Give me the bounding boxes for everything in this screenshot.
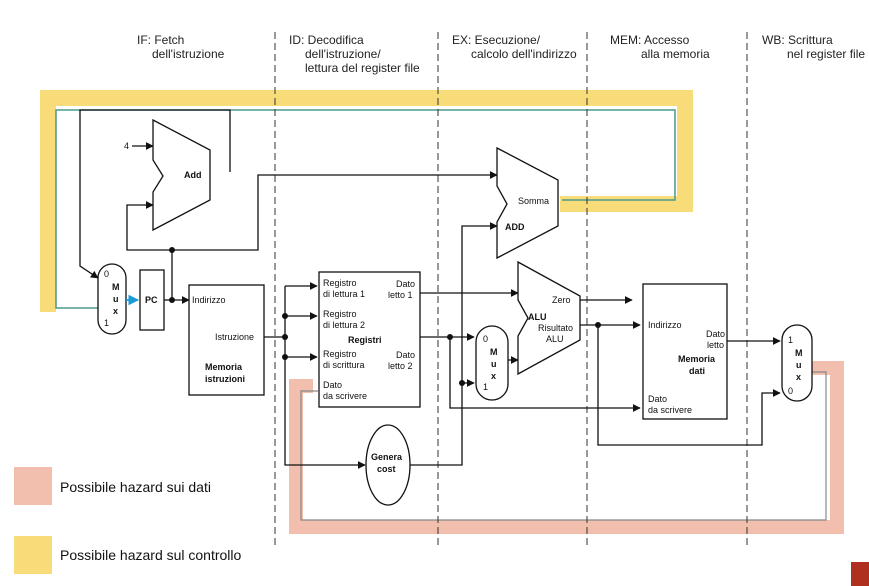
pc-label: PC bbox=[145, 295, 158, 305]
control-hazard-wire bbox=[55, 109, 676, 309]
mux-wb-letter: M bbox=[795, 348, 803, 358]
constant-four: 4 bbox=[124, 141, 129, 151]
pc-adder-label: Add bbox=[184, 170, 202, 180]
control-hazard-legend-label: Possibile hazard sul controllo bbox=[60, 547, 242, 563]
pc-adder: Add 4 bbox=[124, 118, 211, 232]
mux-wb-letter: u bbox=[796, 360, 802, 370]
control-hazard-path bbox=[40, 90, 693, 312]
data-hazard-path bbox=[289, 361, 844, 534]
instr-mem-instruction-label: Istruzione bbox=[215, 332, 254, 342]
data-mem-title: dati bbox=[689, 366, 705, 376]
instr-mem-address-label: Indirizzo bbox=[192, 295, 226, 305]
instruction-memory: Indirizzo Istruzione Memoria istruzioni bbox=[188, 284, 265, 396]
instr-mem-title: Memoria bbox=[205, 362, 243, 372]
datapath-wires bbox=[79, 109, 781, 469]
control-hazard-swatch bbox=[14, 536, 52, 574]
wire-junctions bbox=[169, 247, 601, 386]
stage-if-label: IF: Fetch dell'istruzione bbox=[137, 33, 225, 61]
mux-wb-letter: x bbox=[796, 372, 801, 382]
mux-if-input-1: 1 bbox=[104, 318, 109, 328]
alu-title: ALU bbox=[528, 312, 547, 322]
data-hazard-wire bbox=[300, 371, 827, 521]
branch-adder: Somma ADD bbox=[496, 146, 559, 260]
mux-ex-letter: x bbox=[491, 371, 496, 381]
alu-zero-label: Zero bbox=[552, 295, 571, 305]
mux-wb-input-1: 1 bbox=[788, 335, 793, 345]
corner-marker bbox=[851, 562, 869, 586]
data-mem-address-label: Indirizzo bbox=[648, 320, 682, 330]
mux-if-letter: u bbox=[113, 294, 119, 304]
mux-wb-input-0: 0 bbox=[788, 386, 793, 396]
sign-extend-unit: Genera cost bbox=[365, 424, 411, 506]
sign-extend-label: Genera bbox=[371, 452, 403, 462]
mux-ex-letter: u bbox=[491, 359, 497, 369]
mux-ex-input-1: 1 bbox=[483, 382, 488, 392]
mux-ex-input-0: 0 bbox=[483, 334, 488, 344]
register-file-title: Registri bbox=[348, 335, 382, 345]
mux-if: 0 M u x 1 bbox=[97, 263, 127, 335]
mux-if-input-0: 0 bbox=[104, 269, 109, 279]
stage-wb-label: WB: Scrittura nel register file bbox=[762, 33, 865, 61]
stage-ex-label: EX: Esecuzione/ calcolo dell'indirizzo bbox=[452, 33, 577, 61]
data-hazard-swatch bbox=[14, 467, 52, 505]
branch-adder-sum-label: Somma bbox=[518, 196, 549, 206]
stage-id-label: ID: Decodifica dell'istruzione/ lettura … bbox=[289, 33, 420, 75]
data-hazard-legend-label: Possibile hazard sui dati bbox=[60, 479, 211, 495]
branch-adder-title: ADD bbox=[505, 222, 525, 232]
instr-mem-title: istruzioni bbox=[205, 374, 245, 384]
stage-mem-label: MEM: Accesso alla memoria bbox=[610, 33, 710, 61]
sign-extend-label: cost bbox=[377, 464, 396, 474]
mux-ex: 0 M u x 1 bbox=[475, 325, 509, 401]
mux-if-letter: M bbox=[112, 282, 120, 292]
mux-wb: 1 M u x 0 bbox=[781, 324, 813, 402]
data-mem-title: Memoria bbox=[678, 354, 716, 364]
mux-if-letter: x bbox=[113, 306, 118, 316]
program-counter: PC bbox=[139, 269, 165, 331]
mux-ex-letter: M bbox=[490, 347, 498, 357]
